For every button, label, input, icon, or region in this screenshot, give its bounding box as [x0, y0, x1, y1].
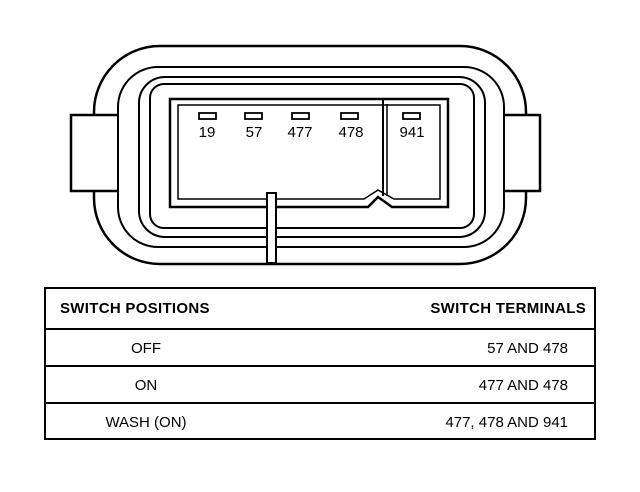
- connector-housing-inner: [117, 66, 505, 248]
- connector-housing-ring: [138, 76, 486, 238]
- connector-diagram: 19 57 477 478 941: [69, 44, 542, 266]
- pin-slot-941: [402, 112, 421, 120]
- header-switch-terminals: SWITCH TERMINALS: [430, 300, 586, 317]
- pin-slot-57: [244, 112, 263, 120]
- pin-label: 478: [338, 124, 363, 141]
- table-row: WASH (ON) 477, 478 AND 941: [46, 404, 594, 440]
- header-switch-positions: SWITCH POSITIONS: [60, 300, 210, 317]
- switch-table: SWITCH POSITIONS SWITCH TERMINALS OFF 57…: [44, 287, 596, 440]
- pin-slot-19: [198, 112, 217, 120]
- pin-slot-477: [291, 112, 310, 120]
- table-row: OFF 57 AND 478: [46, 330, 594, 367]
- left-mounting-tab: [69, 113, 123, 193]
- switch-terminals-cell: 477, 478 AND 941: [445, 414, 568, 431]
- pin-slot-478: [340, 112, 359, 120]
- switch-terminals-cell: 477 AND 478: [478, 377, 568, 394]
- latch-post: [266, 192, 277, 264]
- terminal-cavity-inner: [177, 104, 441, 200]
- table-header-row: SWITCH POSITIONS SWITCH TERMINALS: [46, 289, 594, 330]
- switch-position-cell: OFF: [131, 340, 161, 357]
- connector-shroud: [149, 83, 475, 229]
- table-row: ON 477 AND 478: [46, 367, 594, 404]
- switch-terminals-cell: 57 AND 478: [487, 340, 568, 357]
- pin-label: 57: [246, 124, 263, 141]
- switch-position-cell: ON: [134, 377, 158, 394]
- pin-label: 19: [199, 124, 216, 141]
- terminal-cavity: [168, 97, 450, 209]
- pin-label: 941: [399, 124, 424, 141]
- switch-position-cell: WASH (ON): [105, 414, 187, 431]
- pin-label: 477: [287, 124, 312, 141]
